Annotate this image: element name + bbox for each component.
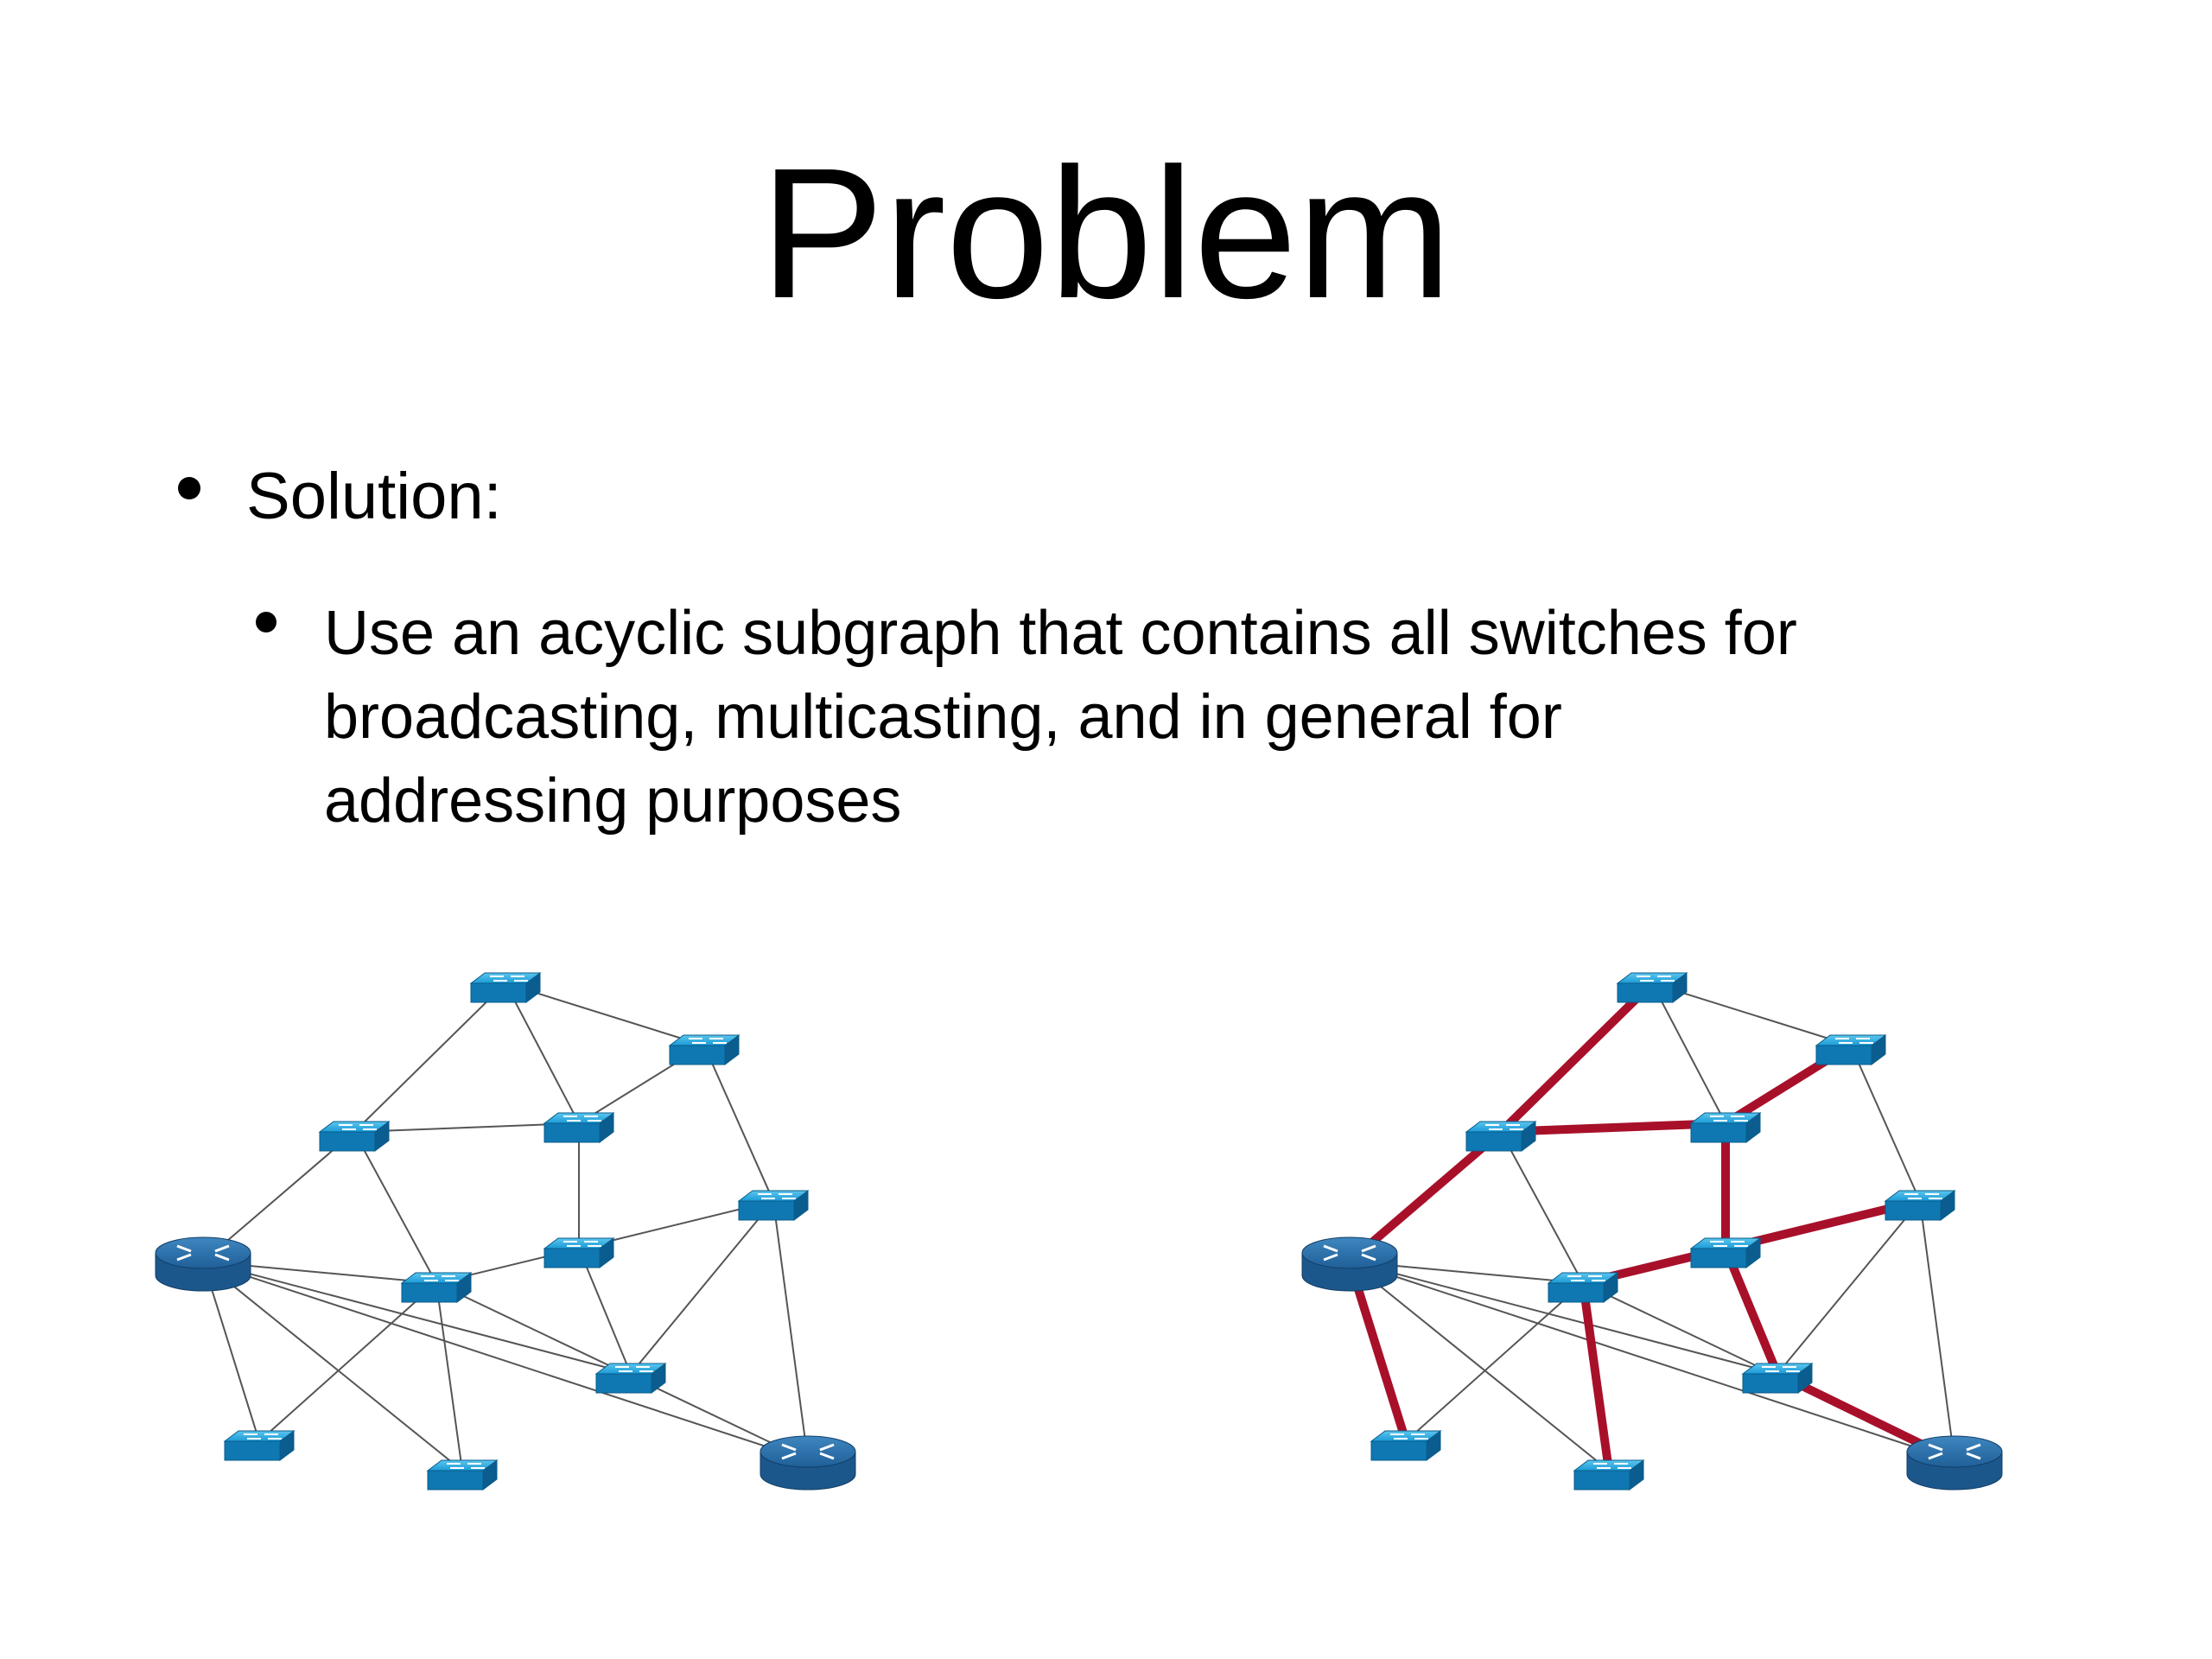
network-link <box>1349 1261 1610 1471</box>
switch-icon <box>1689 1237 1762 1268</box>
switch-icon <box>1370 1430 1442 1461</box>
switch-icon <box>1689 1112 1762 1143</box>
network-link <box>1777 1200 1921 1375</box>
network-link <box>1651 982 1852 1046</box>
network-link <box>353 1122 580 1133</box>
switch-icon <box>400 1272 473 1303</box>
switch-icon <box>469 972 542 1003</box>
switch-icon <box>318 1121 391 1152</box>
spanning-tree-link <box>1721 1244 1782 1378</box>
network-link <box>202 1261 632 1375</box>
network-link <box>202 1261 260 1442</box>
switch-icon <box>1547 1272 1619 1303</box>
network-link <box>1349 1261 1955 1461</box>
network-link <box>1349 1261 1778 1375</box>
spanning-tree-link <box>1579 1279 1613 1475</box>
sub-bullet-line: broadcasting, multicasting, and in gener… <box>324 683 1562 752</box>
network-link <box>1651 982 1726 1124</box>
switch-icon <box>1815 1034 1887 1065</box>
sub-bullet-text: Use an acyclic subgraph that contains al… <box>324 592 2052 843</box>
sub-bullet-line: addressing purposes <box>324 766 902 836</box>
sub-bullet-line: Use an acyclic subgraph that contains al… <box>324 599 1797 668</box>
router-icon <box>155 1236 251 1292</box>
switch-icon <box>1741 1363 1814 1394</box>
full-network-diagram <box>155 972 856 1491</box>
router-icon <box>760 1435 856 1491</box>
network-link <box>1500 1131 1584 1284</box>
network-link <box>435 1282 463 1471</box>
switch-icon <box>223 1430 296 1461</box>
network-link <box>703 1045 774 1202</box>
network-link <box>505 982 580 1124</box>
switch-icon <box>737 1190 810 1221</box>
switch-icon <box>426 1459 499 1491</box>
slide-title: Problem <box>760 129 1452 337</box>
network-link <box>353 982 506 1133</box>
switch-icon <box>1465 1121 1537 1152</box>
switch-icon <box>1884 1190 1956 1221</box>
switch-icon <box>668 1034 741 1065</box>
network-link <box>578 1248 632 1375</box>
network-link <box>1850 1045 1921 1202</box>
network-link <box>202 1261 463 1471</box>
network-link <box>772 1200 809 1461</box>
bullet-text: Solution: <box>246 460 502 533</box>
spanning-tree-link <box>1345 1257 1410 1446</box>
network-link <box>630 1200 774 1375</box>
spanning-tree-diagram <box>1301 972 2003 1491</box>
network-link <box>202 1261 809 1461</box>
network-link <box>1405 1282 1584 1442</box>
switch-icon <box>543 1237 615 1268</box>
spanning-tree-link <box>1497 1119 1730 1136</box>
spanning-tree-link <box>1497 979 1656 1136</box>
switch-icon <box>594 1363 667 1394</box>
network-link <box>1919 1200 1955 1461</box>
router-icon <box>1301 1236 1398 1292</box>
switch-icon <box>1573 1459 1645 1491</box>
switch-icon <box>1616 972 1688 1003</box>
switch-icon <box>543 1112 615 1143</box>
network-link <box>258 1282 437 1442</box>
network-link <box>505 982 705 1046</box>
router-icon <box>1906 1435 2003 1491</box>
bullet-dot <box>178 477 200 499</box>
sub-bullet-dot <box>256 612 276 632</box>
network-link <box>353 1131 437 1284</box>
